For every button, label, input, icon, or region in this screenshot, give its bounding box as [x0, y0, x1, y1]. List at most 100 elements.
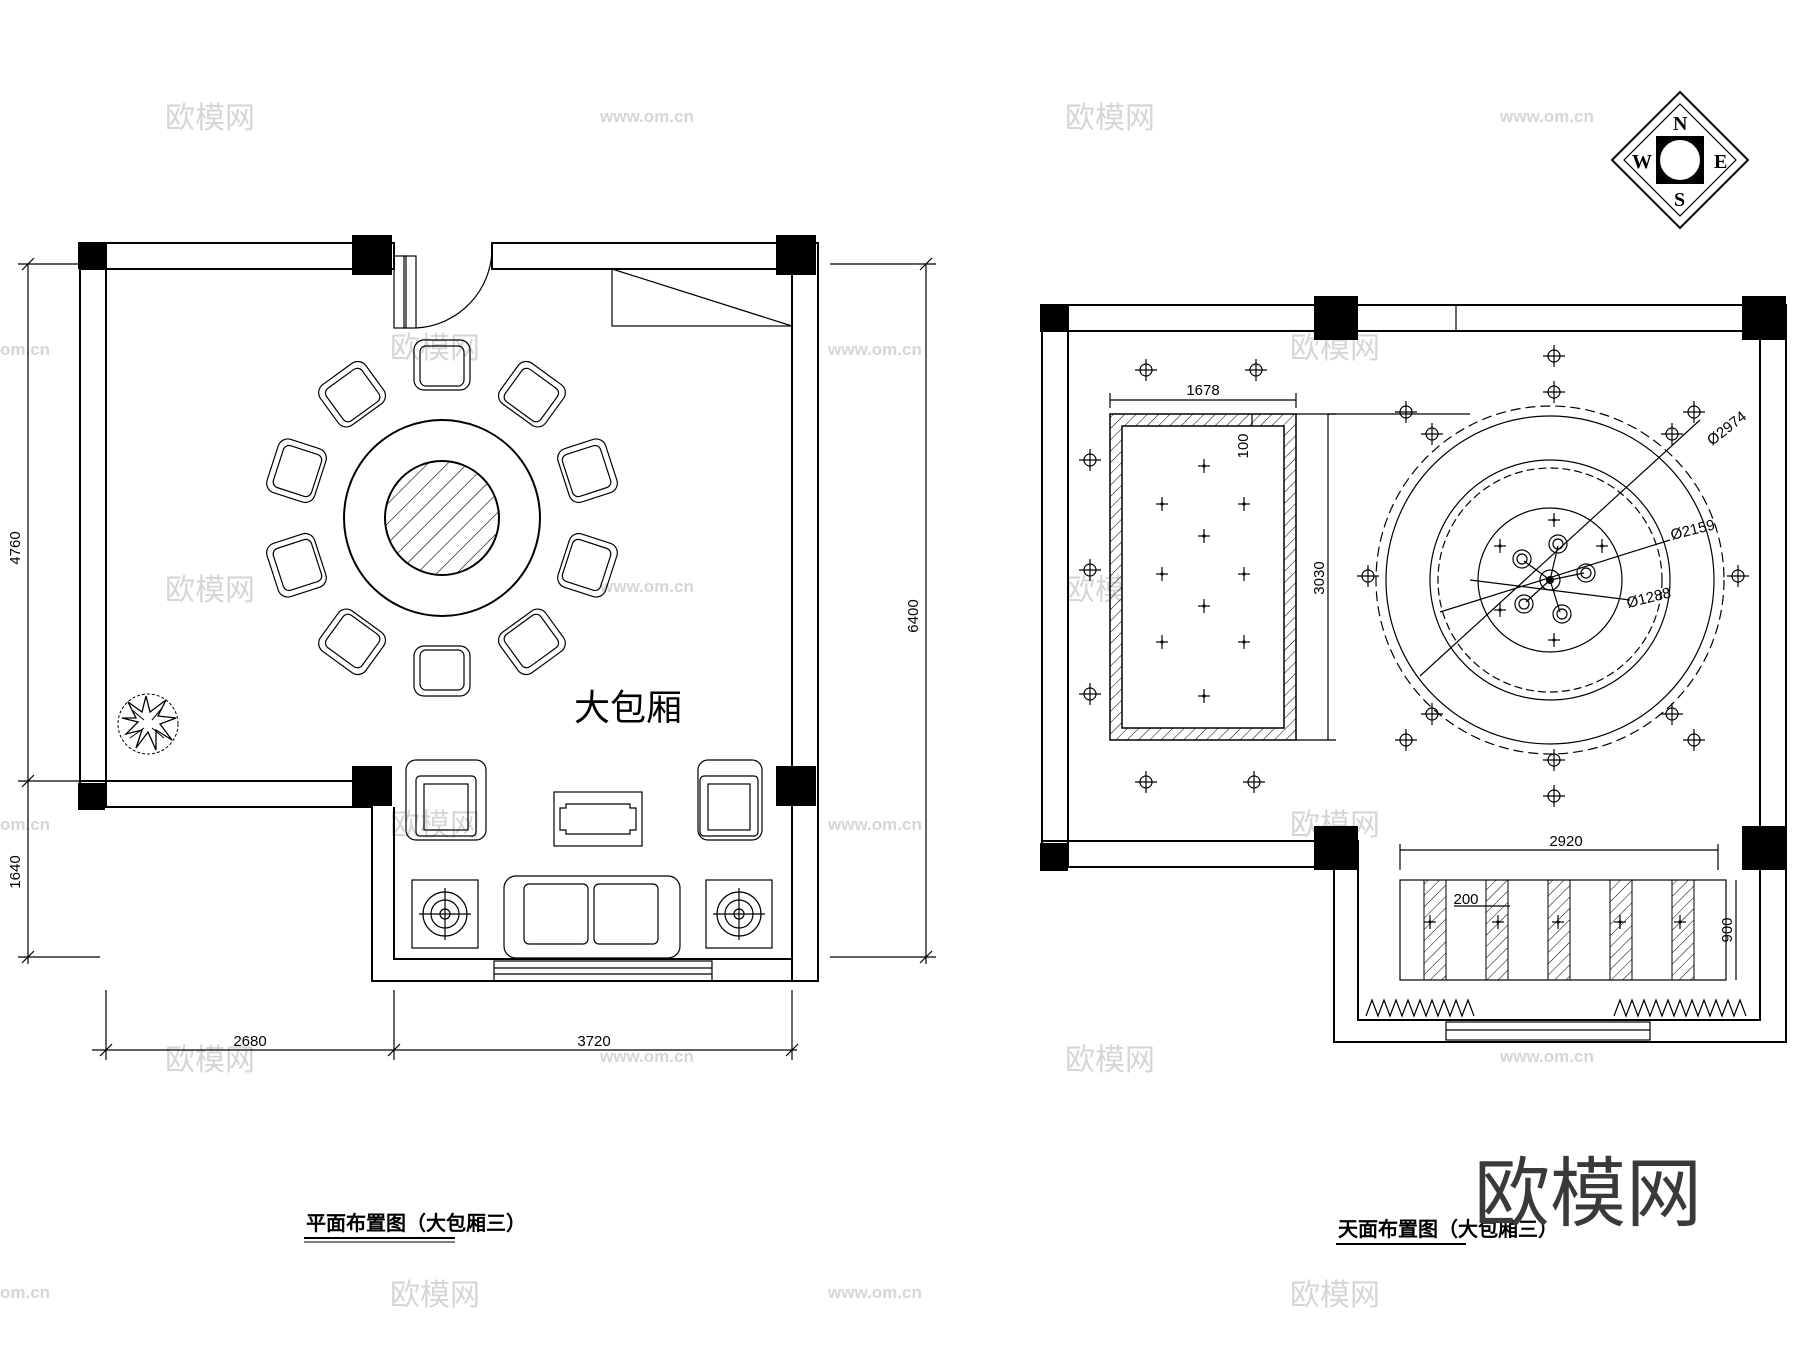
- spotlight-icon: [1614, 915, 1626, 929]
- watermark-brand: 欧模网: [165, 101, 255, 136]
- spotlight-icon: [1238, 635, 1250, 649]
- spotlight-icon: [1198, 459, 1210, 473]
- side-table-lamp: [705, 879, 773, 949]
- spotlight-icon: [1494, 539, 1506, 553]
- dining-chair: [557, 438, 618, 504]
- ceiling-plan: 1678 100 3030: [1040, 296, 1787, 1245]
- chandelier-arms: [1512, 534, 1596, 624]
- spotlight-icon: [1548, 633, 1560, 647]
- dimension-label: 2680: [233, 1033, 266, 1050]
- watermark-url: www.om.cn: [599, 107, 694, 126]
- downlight-icon: [1727, 565, 1749, 587]
- downlight-icon: [1421, 703, 1443, 725]
- watermark-url: www.om.cn: [1499, 107, 1594, 126]
- downlight-icon: [1395, 729, 1417, 751]
- downlight-icon: [1421, 423, 1443, 445]
- downlight-icon: [1243, 771, 1265, 793]
- dining-chair: [557, 532, 618, 598]
- downlight-icon: [1683, 401, 1705, 423]
- spotlight-icon: [1238, 497, 1250, 511]
- dining-chair: [413, 339, 471, 391]
- lounge-furniture: [405, 759, 773, 959]
- downlight-icon: [1543, 381, 1565, 403]
- watermark-brand: 欧模网: [390, 1278, 480, 1313]
- watermark-brand: 欧模网: [165, 573, 255, 608]
- circular-ceiling-dome: Ø2974 Ø2159 Ø1288: [1375, 405, 1750, 755]
- downlight-icon: [1543, 785, 1565, 807]
- spotlight-icon: [1596, 539, 1608, 553]
- dining-chairs: [266, 339, 618, 697]
- watermark-brand: 欧模网: [165, 1043, 255, 1078]
- spotlight-icon: [1492, 915, 1504, 929]
- downlight-icon: [1395, 401, 1417, 423]
- watermark-brand: 欧模网: [1290, 1278, 1380, 1313]
- dining-chair: [318, 360, 387, 428]
- downlight-group: [1079, 345, 1749, 929]
- watermark-url: www.om.cn: [599, 1047, 694, 1066]
- watermark-brand: 欧模网: [1065, 101, 1155, 136]
- watermark-brand: 欧模网: [390, 331, 480, 366]
- spotlight-icon: [1424, 915, 1436, 929]
- armchair: [697, 759, 763, 841]
- downlight-icon: [1543, 749, 1565, 771]
- spotlight-icon: [1674, 915, 1686, 929]
- watermark-url: om.cn: [0, 1283, 50, 1302]
- dimension-label: 200: [1453, 891, 1478, 908]
- spotlight-icon: [1238, 567, 1250, 581]
- spotlight-icon: [1494, 603, 1506, 617]
- downlight-icon: [1357, 565, 1379, 587]
- plan-dimensions: 4760 1640 6400 2680 3720: [7, 257, 936, 1060]
- floor-plan: 大包厢 4760 1640 6400 2680: [7, 235, 936, 1243]
- downlight-icon: [1135, 771, 1157, 793]
- downlight-icon: [1543, 345, 1565, 367]
- watermark-url: www.om.cn: [827, 340, 922, 359]
- coffee-table: [553, 791, 643, 847]
- watermark-brand: 欧模网: [390, 808, 480, 843]
- dining-chair: [266, 438, 327, 504]
- spotlight-icon: [1156, 635, 1168, 649]
- dining-chair: [497, 608, 566, 676]
- round-dining-table: [343, 419, 541, 617]
- dimension-label: 6400: [905, 599, 922, 632]
- dimension-label: 1640: [7, 855, 24, 888]
- watermark-url: www.om.cn: [599, 577, 694, 596]
- brand-logo: 欧模网: [1474, 1149, 1702, 1238]
- dimension-label: Ø1288: [1625, 584, 1673, 611]
- watermark-url: www.om.cn: [827, 1283, 922, 1302]
- dimension-label: 900: [1719, 917, 1736, 942]
- compass-north-label: N: [1673, 113, 1688, 135]
- ceiling-title: 天面布置图（大包厢三）: [1338, 1217, 1558, 1241]
- watermark-url: www.om.cn: [1499, 1047, 1594, 1066]
- downlight-icon: [1661, 703, 1683, 725]
- watermark-layer: 欧模网 欧模网 欧模网 欧模网 欧模网 欧模网 欧模网 欧模网 欧模网 欧模网 …: [0, 101, 1594, 1313]
- sofa: [503, 875, 681, 959]
- plan-walls: [78, 235, 819, 982]
- room-label: 大包厢: [574, 688, 682, 729]
- rectangular-ceiling-coffer: 1678 100 3030: [1109, 382, 1470, 741]
- strip-ceiling: 2920 200 900: [1365, 833, 1747, 1018]
- dimension-label: 4760: [7, 531, 24, 564]
- spotlight-icon: [1198, 689, 1210, 703]
- compass-rose: N S E W: [1610, 90, 1750, 230]
- dining-chair: [497, 360, 566, 428]
- watermark-url: om.cn: [0, 815, 50, 834]
- dimension-label: 2920: [1549, 833, 1582, 850]
- armchair: [405, 759, 487, 841]
- plan-title: 平面布置图（大包厢三）: [306, 1211, 526, 1235]
- downlight-icon: [1135, 359, 1157, 381]
- downlight-icon: [1079, 559, 1101, 581]
- dimension-label: 100: [1235, 433, 1252, 458]
- dining-chair: [266, 532, 327, 598]
- dimension-label: Ø2974: [1704, 408, 1750, 449]
- watermark-url: om.cn: [0, 340, 50, 359]
- spotlight-icon: [1156, 567, 1168, 581]
- side-cabinet: [611, 268, 793, 327]
- side-table-lamp: [411, 879, 479, 949]
- downlight-icon: [1661, 423, 1683, 445]
- downlight-icon: [1683, 729, 1705, 751]
- spotlight-icon: [1198, 599, 1210, 613]
- compass-east-label: E: [1714, 151, 1727, 173]
- compass-west-label: W: [1632, 151, 1652, 173]
- dimension-label: 3030: [1311, 561, 1328, 594]
